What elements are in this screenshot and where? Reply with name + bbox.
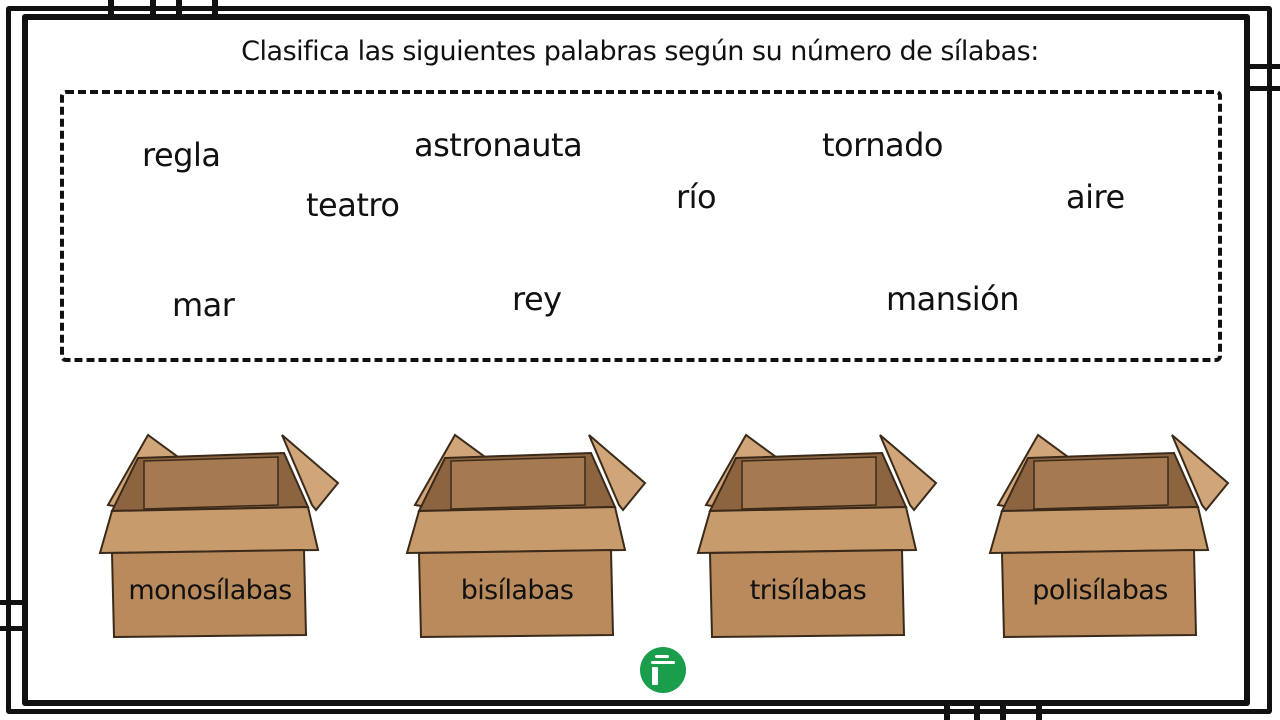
box-label: polisílabas xyxy=(1032,575,1168,606)
frame-tick xyxy=(1000,706,1006,720)
word-card[interactable]: rey xyxy=(512,280,562,318)
box-trisilabas[interactable]: trisílabas xyxy=(676,425,940,640)
word-card[interactable]: río xyxy=(676,178,717,216)
frame-tick xyxy=(1250,86,1280,91)
frame-tick xyxy=(108,0,114,14)
word-card[interactable]: mansión xyxy=(886,280,1019,318)
word-card[interactable]: aire xyxy=(1066,178,1125,216)
frame-tick xyxy=(0,600,22,605)
cardboard-box-icon xyxy=(405,433,647,639)
word-card[interactable]: regla xyxy=(142,136,221,174)
frame-tick xyxy=(944,706,950,720)
word-card[interactable]: astronauta xyxy=(414,126,583,164)
frame-tick xyxy=(176,0,182,14)
box-label: monosílabas xyxy=(128,575,292,606)
box-polisilabas[interactable]: polisílabas xyxy=(968,425,1232,640)
box-label: bisílabas xyxy=(460,575,574,606)
frame-tick xyxy=(212,0,218,14)
frame-tick xyxy=(1250,64,1280,69)
logo-stroke xyxy=(655,655,669,658)
logo-stroke xyxy=(651,661,675,664)
frame-tick xyxy=(150,0,156,14)
instruction-title: Clasifica las siguientes palabras según … xyxy=(241,36,1039,67)
word-bank xyxy=(60,90,1222,362)
cardboard-box-icon xyxy=(988,433,1230,639)
word-card[interactable]: mar xyxy=(172,286,235,324)
page-frame-inner xyxy=(22,14,1250,706)
box-bisilabas[interactable]: bisílabas xyxy=(385,425,649,640)
pencil-logo-icon xyxy=(640,647,686,693)
page-frame-outer xyxy=(6,6,1272,714)
frame-tick xyxy=(974,706,980,720)
box-label: trisílabas xyxy=(749,575,867,606)
frame-tick xyxy=(0,626,22,631)
frame-tick xyxy=(1036,706,1042,720)
cardboard-box-icon xyxy=(98,433,340,639)
word-card[interactable]: tornado xyxy=(822,126,944,164)
cardboard-box-icon xyxy=(696,433,938,639)
box-monosilabas[interactable]: monosílabas xyxy=(78,425,342,640)
word-card[interactable]: teatro xyxy=(306,186,400,224)
pencil-icon xyxy=(652,667,658,685)
